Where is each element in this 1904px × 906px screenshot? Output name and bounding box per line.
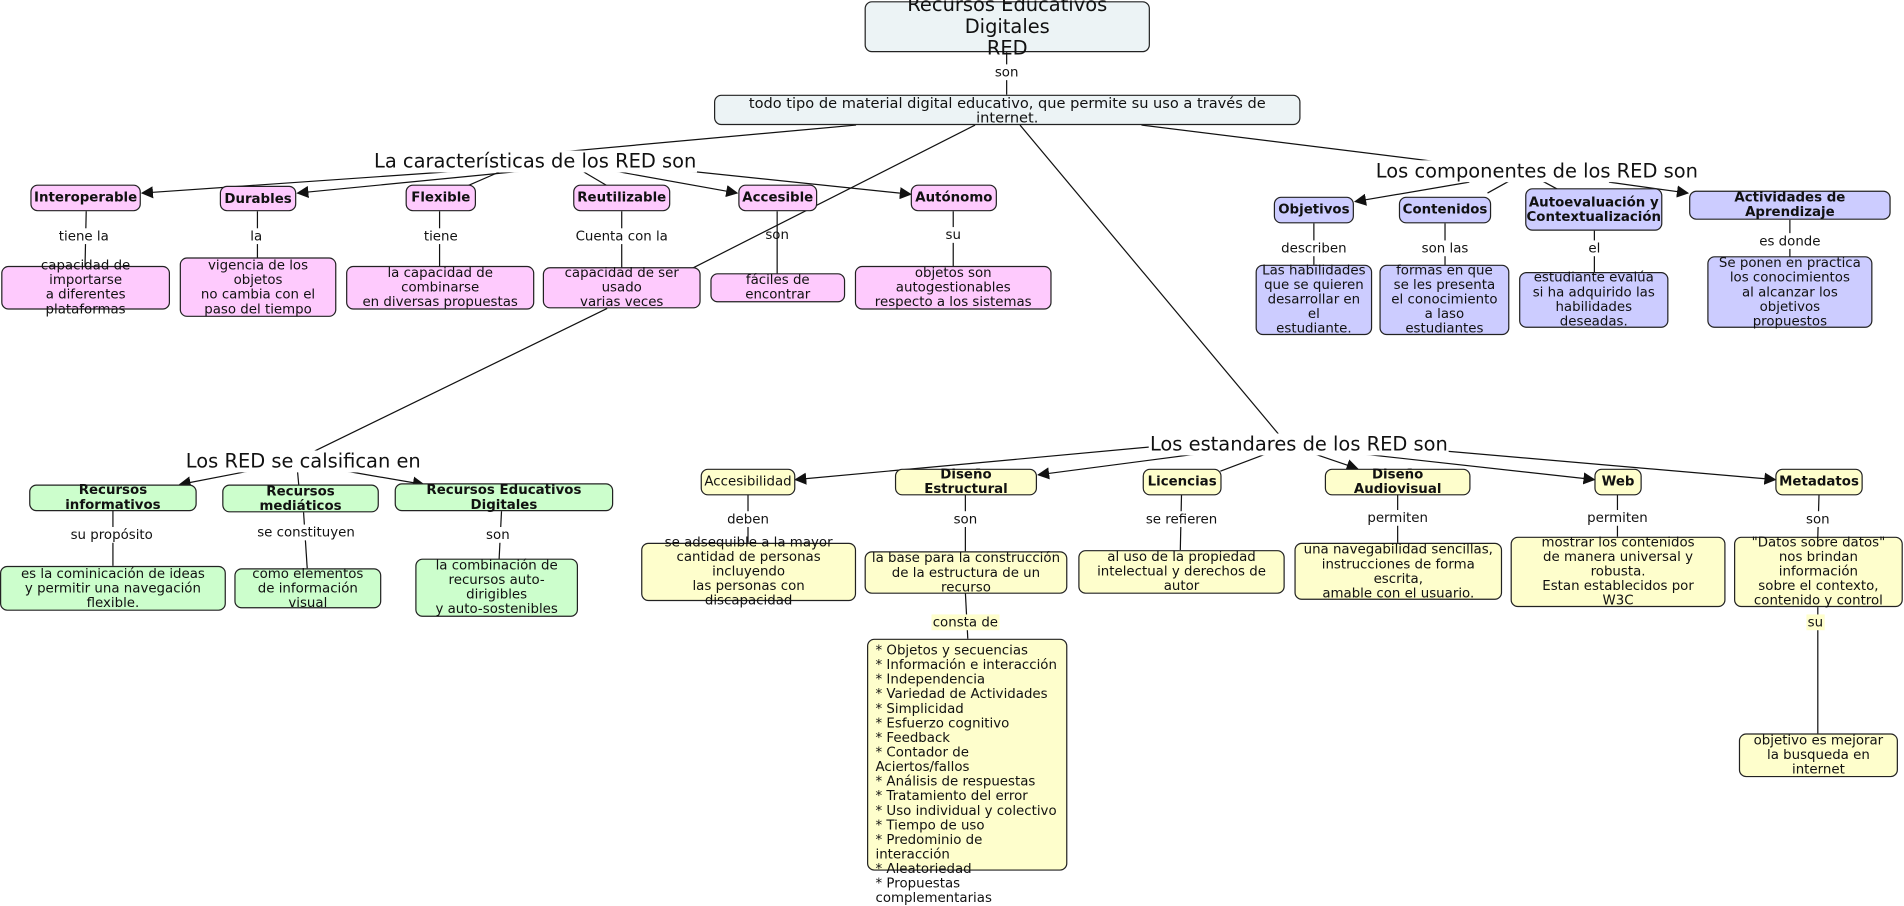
link-consta-de: consta de [931,614,1000,631]
node-autoevaluacion[interactable]: Autoevaluación y Contextualización [1525,188,1663,231]
arrow-recursos-informativos [178,469,256,489]
link-son-metadatos: son [1804,511,1831,528]
title-node[interactable]: Recursos Educativos Digitales RED [864,0,1150,59]
line-reutilizable [580,169,608,187]
link-permiten-web: permiten [1585,510,1649,526]
line-autoevaluacion [1541,180,1559,190]
detail-recursos-mediaticos[interactable]: como elementos de información visual [234,566,382,610]
line-flexible [467,169,505,187]
arrow-objetivos [1353,181,1470,206]
detail-autoevaluacion[interactable]: estudiante evalúa si ha adquirido las ha… [1519,270,1669,328]
link-el: el [1587,240,1602,257]
line-contenidos [1487,180,1510,194]
definition-node[interactable]: todo tipo de material digital educativo,… [714,94,1301,126]
node-licencias[interactable]: Licencias [1142,468,1222,496]
arrow-actividades [1608,181,1690,198]
link-se-refieren: se refieren [1144,511,1219,528]
node-diseno-estructural[interactable]: Diseño Estructural [894,467,1038,496]
link-permiten-audiovisual: permiten [1366,510,1430,526]
arrow-accesibilidad [794,446,1152,485]
node-web[interactable]: Web [1594,468,1642,496]
link-su-proposito: su propósito [69,527,155,543]
line-def-caracteristicas [522,124,857,157]
node-objetivos[interactable]: Objetivos [1273,196,1354,224]
hub-estandares[interactable]: Los estandares de los RED son [1148,432,1450,456]
line-recursos-mediaticos [296,471,300,485]
link-su-autonomo: su [944,227,963,243]
detail-metadatos[interactable]: "Datos sobre datos" nos brindan informac… [1734,535,1903,608]
node-reutilizable[interactable]: Reutilizable [573,184,671,212]
link-son-red: son [484,527,511,543]
link-son-definition: son [993,64,1020,81]
link-tiene: tiene [422,228,459,245]
hub-clasificacion[interactable]: Los RED se calsifican en [184,449,422,473]
node-recursos-red[interactable]: Recursos Educativos Digitales [394,482,614,511]
detail-web[interactable]: mostrar los contenidos de manera univers… [1510,535,1726,608]
node-interoperable[interactable]: Interoperable [30,184,141,212]
detail-flexible[interactable]: la capacidad de combinarse en diversas p… [346,265,535,310]
line-licencias [1220,453,1266,472]
link-tiene-la: tiene la [57,228,110,245]
link-su-metadatos: su [1806,614,1825,631]
detail-diseno-estructural[interactable]: la base para la construcción de la estru… [864,550,1068,594]
detail-diseno-audiovisual[interactable]: una navegabilidad sencillas, instruccion… [1294,542,1503,600]
link-deben: deben [725,511,771,528]
detail-actividades[interactable]: Se ponen en practica los conocimientos a… [1707,255,1873,328]
link-son-las: son las [1420,240,1470,257]
link-describen: describen [1279,240,1348,257]
detail-accesibilidad[interactable]: se adsequible a la mayor cantidad de per… [641,535,857,608]
node-recursos-informativos[interactable]: Recursos informativos [29,483,197,512]
detail-reutilizable[interactable]: capacidad de ser usado varias veces [542,265,701,309]
arrow-diseno-estructural [1037,451,1215,480]
node-autonomo[interactable]: Autónomo [910,184,997,212]
hub-caracteristicas[interactable]: La características de los RED son [372,149,698,173]
line-def-estandares [1019,124,1282,438]
node-contenidos[interactable]: Contenidos [1398,196,1492,224]
line-def-clasificacion [689,124,976,271]
line-reutilizable-clasificacion [313,307,608,453]
detail-recursos-red[interactable]: la combinación de recursos auto-dirigibl… [415,558,579,617]
arrow-web [1341,451,1596,485]
detail-contenidos[interactable]: formas en que se les presenta el conocim… [1379,263,1510,336]
node-durables[interactable]: Durables [219,185,297,212]
detail-objetivos[interactable]: Las habilidades que se quieren desarroll… [1255,263,1373,336]
line-def-componentes [1141,124,1446,164]
node-metadatos[interactable]: Metadatos [1775,468,1863,496]
arrow-recursos-red [345,470,425,489]
node-accesibilidad[interactable]: Accesibilidad [700,468,796,496]
detail-recursos-informativos[interactable]: es la cominicación de ideas y permitir u… [0,566,226,611]
link-se-constituyen: se constituyen [255,524,357,541]
detail-metadatos-objetivo[interactable]: objetivo es mejorar la busqueda en inter… [1738,733,1898,778]
hub-componentes[interactable]: Los componentes de los RED son [1374,159,1700,183]
detail-licencias[interactable]: al uso de la propiedad intelectual y der… [1078,549,1285,594]
link-es-donde: es donde [1758,233,1822,249]
detail-durables[interactable]: vigencia de los objetos no cambia con el… [179,257,337,317]
link-la: la [249,228,264,245]
node-flexible[interactable]: Flexible [405,184,477,212]
arrow-metadatos [1396,446,1777,485]
link-cuenta-con-la: Cuenta con la [574,228,670,245]
link-son-diseno: son [952,511,979,528]
detail-accesible[interactable]: fáciles de encontrar [710,273,846,303]
node-accesible[interactable]: Accesible [738,184,818,212]
node-actividades[interactable]: Actividades de Aprendizaje [1689,190,1891,220]
detail-interoperable[interactable]: capacidad de importarse a diferentes pla… [1,258,171,316]
node-diseno-audiovisual[interactable]: Diseño Audiovisual [1324,467,1471,496]
detail-autonomo[interactable]: objetos son autogestionables respecto a … [854,265,1052,310]
link-son-accesible: son [765,227,789,243]
diseno-estructural-list[interactable]: * Objetos y secuencias * Información e i… [867,638,1068,905]
node-recursos-mediaticos[interactable]: Recursos mediáticos [222,483,379,513]
arrow-diseno-audiovisual [1311,452,1359,471]
